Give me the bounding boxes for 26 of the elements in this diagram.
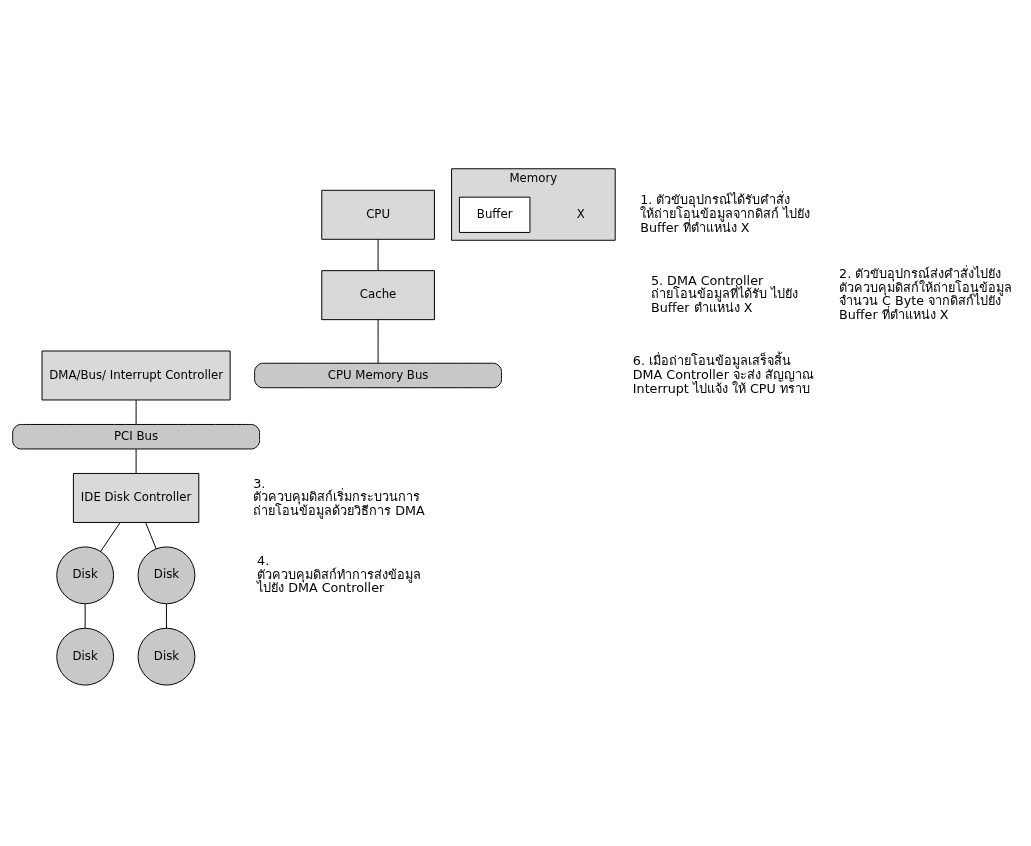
label: 1. ตัวขับอุปกรณ์ได้รับคำสั่ง ให้ถ่ายโอนข้อมูลจากดิสก์ ไปยัง Buffer ที่ตำแหน่ง X bbox=[640, 192, 811, 235]
connector bbox=[166, 603, 167, 629]
node-circle: Disk bbox=[137, 627, 196, 686]
node-box: IDE Disk Controller bbox=[72, 472, 200, 523]
connector bbox=[84, 603, 86, 629]
label: 5. DMA Controller ถ่ายโอนข้อมูลที่ได้รับ ไปยัง Buffer ตำแหน่ง X bbox=[650, 272, 798, 316]
node-box: CPU Memory Bus bbox=[254, 362, 503, 389]
connector bbox=[135, 448, 137, 474]
connector bbox=[135, 399, 137, 425]
connector bbox=[100, 522, 121, 552]
node-box: Buffer bbox=[458, 196, 531, 233]
node-circle: Disk bbox=[137, 546, 196, 605]
node-box: PCI Bus bbox=[12, 424, 261, 450]
node-box: Cache bbox=[321, 270, 435, 321]
connector bbox=[377, 238, 379, 271]
label: X bbox=[576, 206, 585, 221]
label: 6. เมื่อถ่ายโอนข้อมูลเสร็จสิ้น DMA Controller จะส่ง สัญญาณ Interrupt ไปแจ้ง ให้ CPU ทราบ bbox=[632, 353, 814, 396]
connector bbox=[145, 522, 157, 550]
connector bbox=[377, 319, 379, 364]
label: 4. ตัวควบคุมดิสก์ทำการส่งข้อมูล ไปยัง DMA Controller bbox=[257, 552, 422, 596]
label: 2. ตัวขับอุปกรณ์ส่งคำสั่งไปยัง ตัวควบคุมดิสก์ให้ถ่ายโอนข้อมูล จำนวน C Byte จากดิสก์ไปยัง Buffer ที่ตำแหน่ง X bbox=[839, 265, 1013, 323]
node-circle: Disk bbox=[56, 546, 115, 605]
node-box: CPU bbox=[321, 189, 435, 240]
label: 3. ตัวควบคุมดิสก์เริ่มกระบวนการ ถ่ายโอนข้อมูลด้วยวิธีการ DMA bbox=[253, 475, 425, 518]
node-box: DMA/Bus/ Interrupt Controller bbox=[41, 350, 231, 401]
node-circle: Disk bbox=[56, 627, 115, 686]
